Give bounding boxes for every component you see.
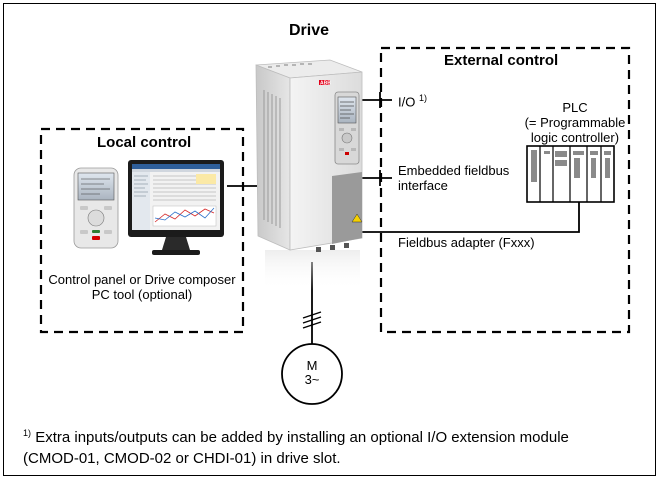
footnote: 1) Extra inputs/outputs can be added by … — [23, 423, 643, 469]
embedded-fieldbus-label: Embedded fieldbus interface — [398, 163, 509, 193]
footnote-line-1: 1) Extra inputs/outputs can be added by … — [23, 423, 643, 448]
control-panel-illustration — [73, 167, 119, 249]
io-label-text: I/O — [398, 94, 416, 110]
motor-label-line-1: M — [306, 358, 318, 373]
footnote-line-2: (CMOD-01, CMOD-02 or CHDI-01) in drive s… — [23, 450, 341, 467]
plc-label: PLC — [562, 100, 588, 115]
io-label: I/O 1) — [398, 91, 427, 109]
local-caption-line-2: PC tool (optional) — [91, 287, 193, 302]
local-caption-line-1: Control panel or Drive composer — [48, 272, 236, 287]
outer-border — [3, 3, 656, 476]
warning-icon — [351, 213, 363, 223]
embedded-fieldbus-line-2: interface — [398, 178, 448, 193]
plc-sub-2: logic controller) — [530, 130, 620, 145]
external-control-box — [379, 46, 631, 334]
pc-monitor-illustration — [128, 160, 224, 255]
local-caption: Control panel or Drive composer PC tool … — [44, 272, 240, 302]
cable-tick-1 — [302, 311, 322, 319]
plc-sub-1: (= Programmable — [524, 115, 626, 130]
motor-label-line-2: 3~ — [304, 372, 320, 387]
drive-illustration: ABB — [255, 59, 363, 290]
footnote-text-1: Extra inputs/outputs can be added by ins… — [35, 429, 569, 446]
abb-logo-mark — [319, 80, 330, 85]
drive-title: Drive — [289, 22, 330, 39]
external-control-title: External control — [444, 52, 559, 69]
motor-label: M 3~ — [297, 359, 327, 387]
cable-tick-2 — [302, 316, 322, 324]
motor-circle — [281, 343, 343, 405]
plc-label-block: PLC (= Programmable logic controller) — [519, 100, 631, 145]
local-control-title: Local control — [97, 134, 192, 151]
fieldbus-adapter-line — [358, 202, 580, 233]
cable-tick-3 — [302, 321, 322, 329]
svg-text:ABB: ABB — [320, 81, 331, 87]
embedded-fieldbus-line-1: Embedded fieldbus — [398, 163, 510, 178]
plc-illustration — [526, 145, 615, 203]
local-control-box — [39, 127, 245, 334]
footnote-mark: 1) — [23, 428, 32, 438]
fieldbus-adapter-label: Fieldbus adapter (Fxxx) — [398, 235, 535, 250]
io-footnote-mark: 1) — [418, 93, 427, 103]
